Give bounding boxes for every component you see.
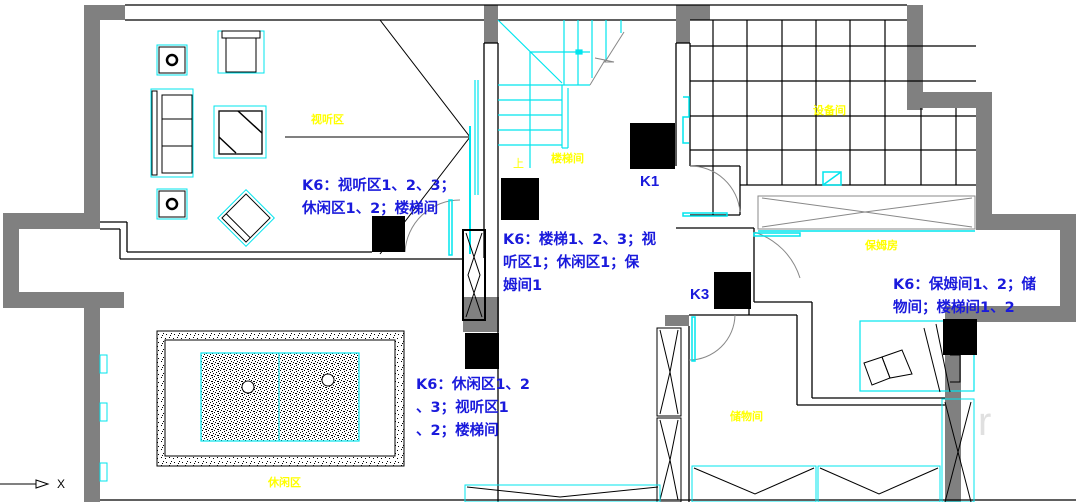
annotation-av-panel: K6：视听区1、2、3； 休闲区1、2；楼梯间	[302, 178, 456, 217]
cabinets	[462, 195, 976, 502]
x-axis-arrow	[0, 479, 50, 489]
door-leaves	[448, 96, 842, 362]
x-axis-label: X	[57, 477, 66, 491]
room-label-av-area: 视听区	[311, 113, 344, 126]
watermark: r	[978, 400, 992, 444]
room-label-stairwell: 楼梯间	[551, 152, 584, 165]
room-label-equipment-room: 设备间	[813, 104, 846, 117]
stair-up-label: 上	[513, 157, 524, 170]
windows	[99, 354, 108, 482]
panel-leisure-area[interactable]	[465, 333, 499, 369]
staircase	[474, 19, 622, 195]
equipment-room-tile-grid	[690, 20, 976, 215]
panel-k1[interactable]	[630, 123, 675, 169]
nanny-room-bed	[859, 320, 975, 393]
switch-label-k1: K1	[640, 173, 660, 190]
av-area-furniture	[150, 19, 471, 255]
switch-label-k3: K3	[690, 286, 710, 303]
room-label-leisure-area: 休闲区	[268, 476, 301, 489]
room-label-storage-room: 储物间	[730, 410, 763, 423]
annotation-leisure-panel: K6：休闲区1、2 、3；视听区1 、2；楼梯间	[416, 377, 531, 439]
leisure-area-rug	[156, 330, 405, 467]
panel-av-area[interactable]	[372, 216, 405, 252]
doors	[404, 165, 801, 361]
panel-nanny-room[interactable]	[943, 319, 977, 355]
wall-lines	[100, 4, 1076, 502]
panel-stairwell[interactable]	[501, 178, 539, 220]
stair-arrow	[589, 31, 625, 86]
annotation-stair-panel: K6：楼梯1、2、3；视 听区1；休闲区1；保 姆间1	[503, 232, 657, 294]
annotation-nanny-panel: K6：保姆间1、2；储 物间；楼梯间1、2	[893, 277, 1037, 316]
room-label-nanny-room: 保姆房	[865, 239, 898, 252]
panel-k3[interactable]	[714, 272, 751, 309]
